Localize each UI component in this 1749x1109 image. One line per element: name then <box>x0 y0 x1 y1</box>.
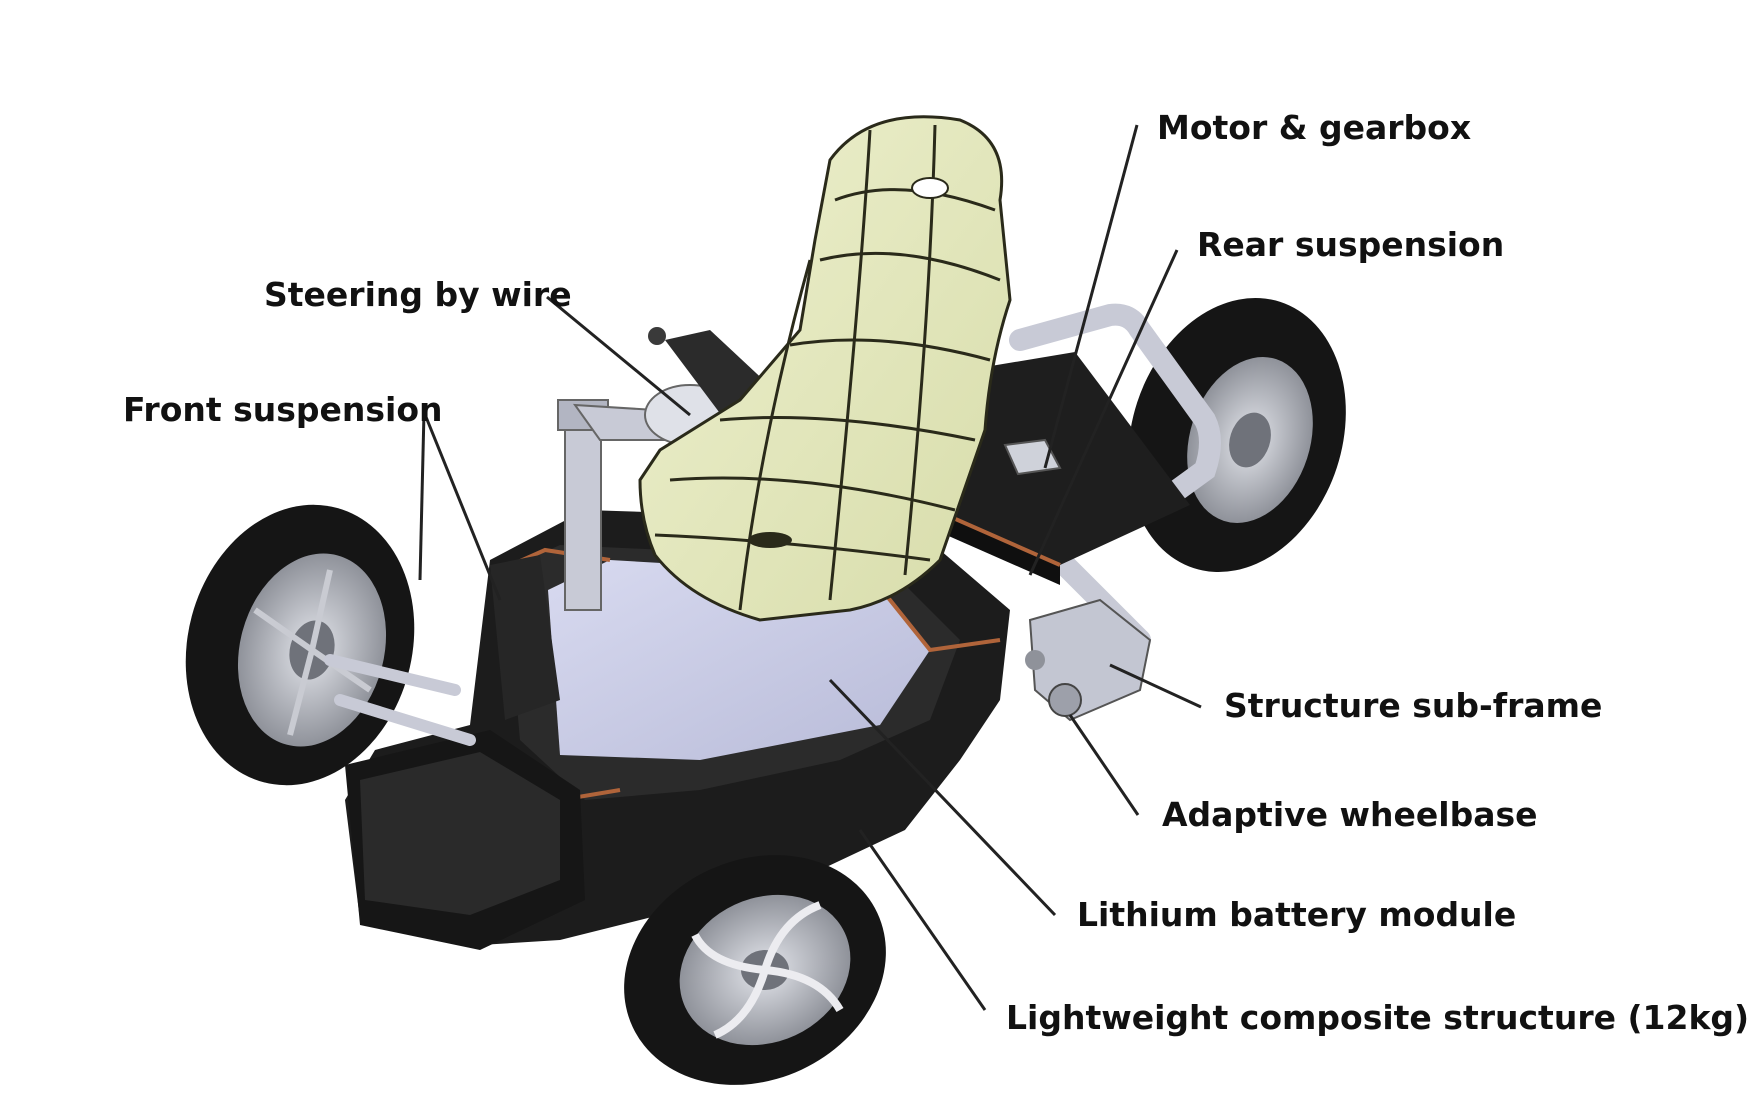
label-rear-suspension: Rear suspension <box>1197 225 1505 264</box>
leader-rear-suspension <box>1028 249 1179 576</box>
leader-composite-structure <box>858 829 987 1011</box>
vehicle-body <box>345 510 1010 950</box>
front-right-wheel <box>624 855 886 1085</box>
leader-adaptive-wheelbase <box>1068 714 1140 816</box>
label-motor-gearbox: Motor & gearbox <box>1157 108 1472 147</box>
leader-structure-subframe <box>1109 663 1202 709</box>
label-adaptive-wheelbase: Adaptive wheelbase <box>1162 795 1538 834</box>
leader-front-suspension-b <box>422 411 502 601</box>
label-front-suspension: Front suspension <box>123 390 443 429</box>
leader-front-suspension-a <box>418 411 426 581</box>
leader-motor-gearbox <box>1043 124 1139 469</box>
front-suspension-arms <box>324 654 476 746</box>
label-lithium-battery-module: Lithium battery module <box>1077 895 1517 934</box>
leader-lines <box>418 124 1202 1011</box>
label-lightweight-composite-structure: Lightweight composite structure (12kg) <box>1006 998 1749 1037</box>
seat <box>638 115 1012 622</box>
leader-steering-by-wire <box>546 295 691 417</box>
label-steering-by-wire: Steering by wire <box>264 275 572 314</box>
label-structure-subframe: Structure sub-frame <box>1224 686 1603 725</box>
front-left-wheel <box>185 504 415 786</box>
leader-lithium-battery <box>828 678 1057 917</box>
subframe-assembly <box>1025 598 1152 722</box>
